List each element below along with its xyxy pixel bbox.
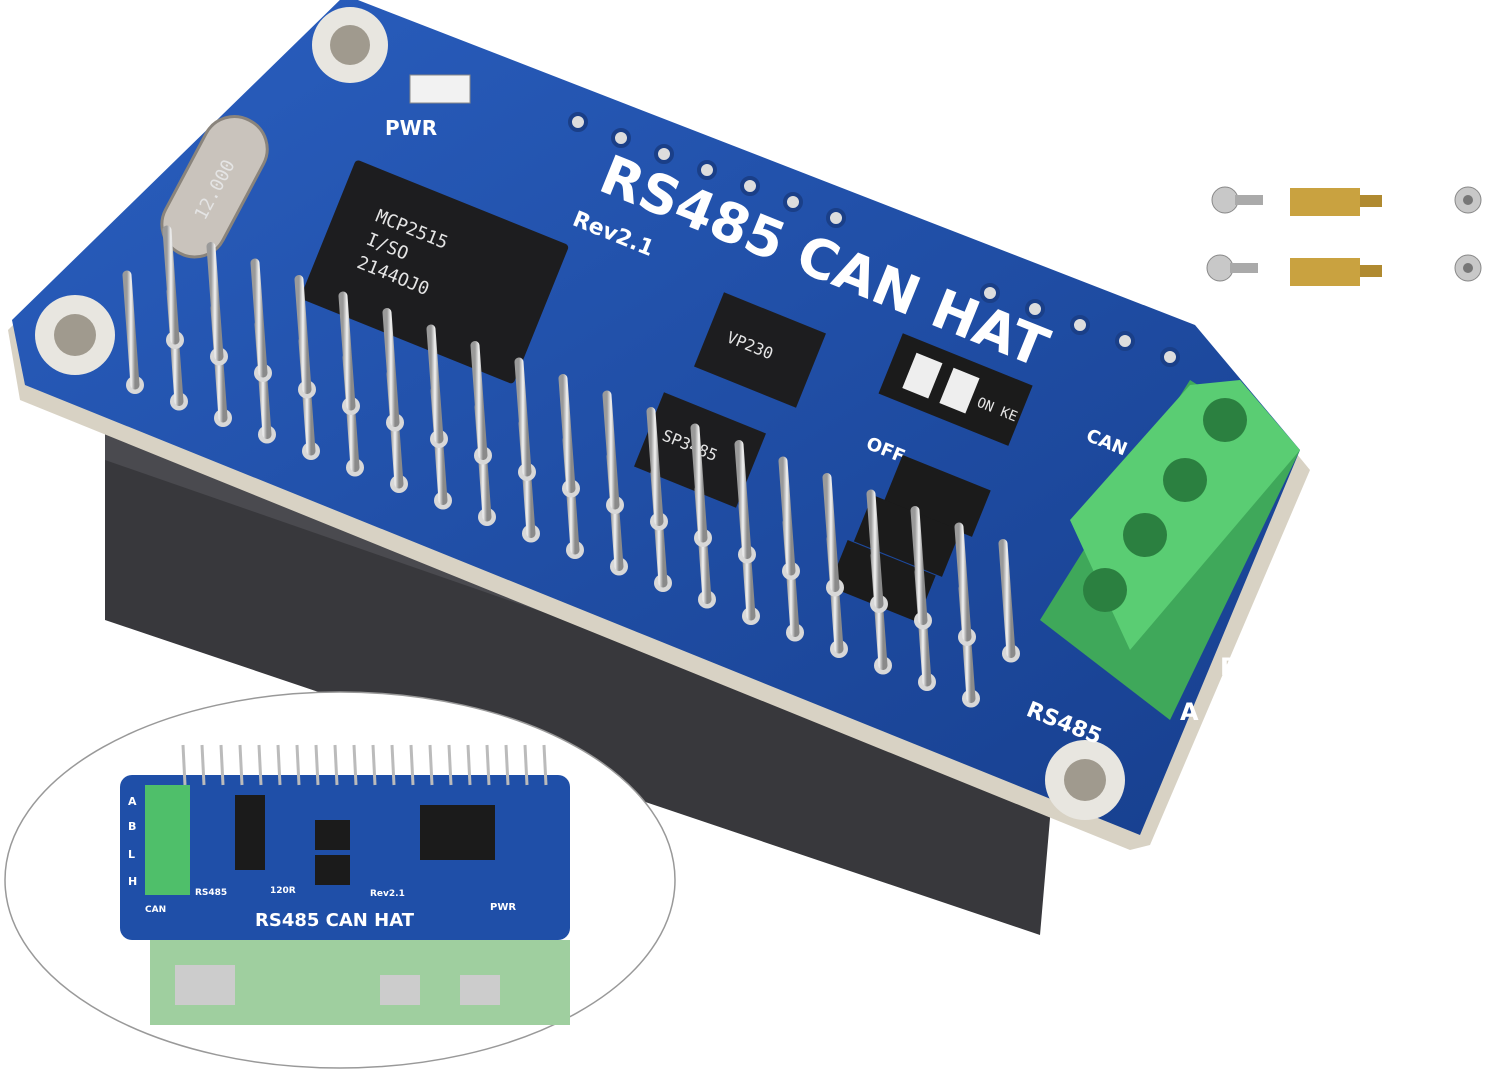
inset-controller-chip [420,805,495,860]
crystal-oscillator: 12.000 [160,115,269,259]
inset-chip [315,820,350,850]
inset-header-pin [352,744,358,786]
inset-header-pin [466,744,472,786]
inset-header-pin [523,744,529,786]
inset-header-pin [485,744,491,786]
inset-label-b: B [128,820,136,833]
accessory-nuts [1454,186,1482,282]
inset-terminal-block [145,785,190,895]
inset-header-pin [295,744,301,786]
header-pin [470,341,488,460]
accessory-screws [1206,186,1263,282]
through-hole [697,160,717,180]
inset-header-pin [409,744,415,786]
inset-header-pin [333,744,339,786]
inset-can-label: CAN [145,905,166,915]
header-pin [778,456,796,576]
through-hole [783,192,803,212]
inset-diodes [235,795,265,870]
inset-revision: Rev2.1 [370,889,405,899]
inset-header-pin [428,744,434,786]
terminal-label-l: L [1255,603,1270,631]
inset-header-pin [200,744,206,786]
header-pin [646,407,664,526]
header-pin [338,291,356,411]
accessory-standoffs [1290,188,1382,286]
header-pin [250,258,268,378]
inset-header-pin [219,744,225,786]
inset-header-pin [238,744,244,786]
gpio-header-pins [122,225,1020,708]
header-pin [382,308,400,427]
inset-usb-port [460,975,500,1005]
through-hole [1025,299,1045,319]
through-hole [1070,315,1090,335]
inset-header-pin [390,744,396,786]
inset-header-pin [257,744,263,786]
header-pin [734,440,752,559]
terminal-block [1040,380,1300,720]
inset-header-pin [504,744,510,786]
inset-chip [315,855,350,885]
mounting-hole [312,7,388,83]
terminal-label-a: A [1180,698,1199,726]
inset-label-a: A [128,795,137,808]
through-hole [1160,347,1180,367]
terminal-label-b: B [1220,653,1238,681]
inset-header-pin [371,744,377,786]
header-pin [866,489,884,609]
header-pin [690,423,708,543]
through-hole [980,283,1000,303]
header-pin [426,324,444,444]
inset-rs485-label: RS485 [195,888,227,898]
inset-120r-label: 120R [270,886,296,896]
header-pin [998,539,1016,658]
through-holes [568,112,1180,367]
inset-header-pin [314,744,320,786]
through-hole [654,144,674,164]
header-pin [162,225,180,345]
inset-header [181,744,548,786]
header-pin [122,270,140,390]
inset-pwr-label: PWR [490,902,516,913]
inset-usb-port [380,975,420,1005]
female-header [105,430,1055,935]
inset-label-h: H [128,875,137,888]
through-hole [740,176,760,196]
can-controller-chip: MCP2515 I/SO 2144OJ0 [301,160,569,384]
header-pin [954,522,972,642]
through-hole [611,128,631,148]
mounting-hole [1045,740,1125,820]
pwr-label: PWR [385,116,437,140]
through-hole [568,112,588,132]
through-hole [826,208,846,228]
header-pin [294,275,312,394]
mounting-hole [35,295,115,375]
header-pin [206,242,224,361]
header-pin [558,374,576,493]
terminal-label-h: H [1290,553,1310,581]
inset-hdmi-port [175,965,235,1005]
header-pin [602,390,620,510]
inset-board-title: RS485 CAN HAT [255,910,415,931]
dip-switch: ON KE [878,333,1033,446]
header-pin [822,473,840,592]
header-pin [514,357,532,477]
inset-header-pin [447,744,453,786]
through-hole [1115,331,1135,351]
header-pin [910,506,928,625]
inset-header-pin [181,744,187,786]
inset-label-l: L [128,848,135,861]
power-led [409,74,471,104]
inset-header-pin [276,744,282,786]
inset-photo: RS485 CAN HAT Rev2.1 PWR 120R CAN RS485 … [4,691,676,1069]
can-transceiver-chip: VP230 [694,292,826,408]
tvs-diodes [828,454,991,622]
inset-header-pin [542,744,548,786]
